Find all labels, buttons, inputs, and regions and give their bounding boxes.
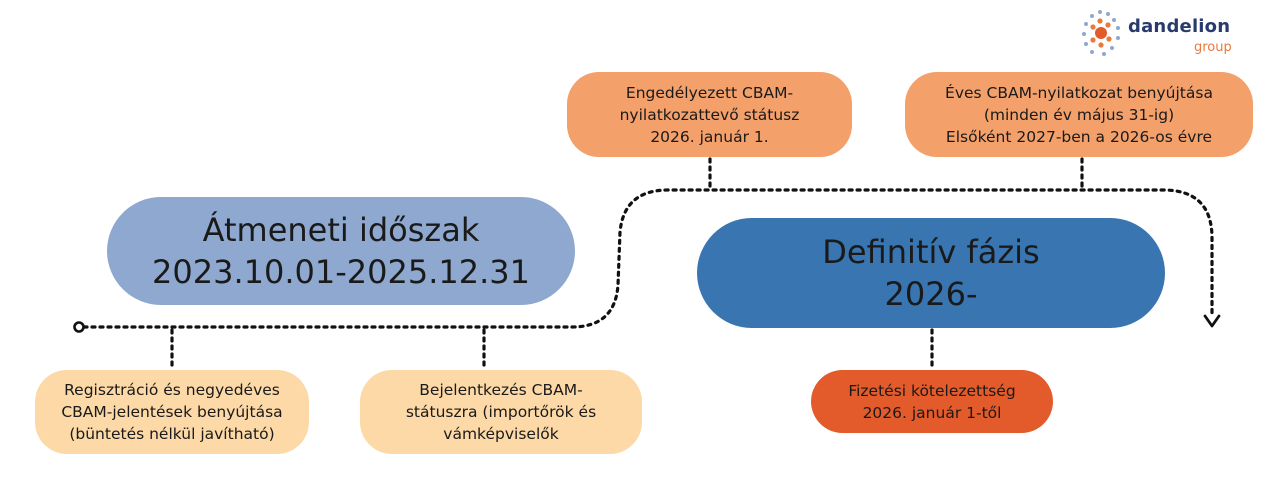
milestone-status-application: Bejelentkezés CBAM- státuszra (importőrö…: [360, 370, 642, 454]
logo-subtitle: group: [1194, 40, 1232, 55]
milestone-registration: Regisztráció és negyedéves CBAM-jelentés…: [35, 370, 309, 454]
transition-phase-dates: 2023.10.01-2025.12.31: [152, 253, 530, 291]
milestone-annual-declaration: Éves CBAM-nyilatkozat benyújtása (minden…: [905, 72, 1253, 157]
logo-wordmark: dandelion: [1128, 16, 1231, 37]
milestone-text-line: Éves CBAM-nyilatkozat benyújtása: [945, 83, 1213, 102]
timeline-arrowhead: [1203, 314, 1221, 328]
milestone-text-line: Bejelentkezés CBAM-: [419, 381, 583, 399]
dandelion-group-logo: dandelion group: [1078, 6, 1258, 62]
definitive-phase: Definitív fázis 2026-: [697, 218, 1165, 328]
milestone-authorized-status: Engedélyezett CBAM- nyilatkozattevő stát…: [567, 72, 852, 157]
milestone-text-line: státuszra (importőrök és: [405, 403, 597, 421]
timeline-path: [82, 188, 1214, 329]
definitive-phase-year: 2026-: [884, 275, 978, 313]
milestone-text-line: 2026. január 1.: [650, 127, 769, 146]
milestone-text-line: (minden év május 31-ig): [983, 105, 1175, 124]
transition-phase-title: Átmeneti időszak: [202, 211, 480, 249]
milestone-text-line: Engedélyezett CBAM-: [625, 83, 794, 102]
milestone-text-line: Elsőként 2027-ben a 2026-os évre: [945, 127, 1213, 146]
transition-period-phase: Átmeneti időszak 2023.10.01-2025.12.31: [107, 197, 575, 305]
dandelion-flower-icon: [1082, 10, 1120, 56]
milestone-text-line: Fizetési kötelezettség: [848, 381, 1016, 400]
milestone-text-line: 2026. január 1-től: [862, 403, 1002, 422]
milestone-text-line: Regisztráció és negyedéves: [64, 381, 280, 399]
milestone-payment-obligation: Fizetési kötelezettség 2026. január 1-tő…: [811, 370, 1053, 433]
milestone-text-line: vámképviselők: [443, 425, 559, 443]
definitive-phase-title: Definitív fázis: [822, 233, 1040, 271]
milestone-text-line: CBAM-jelentések benyújtása: [61, 403, 283, 421]
timeline-start-dot: [73, 321, 85, 333]
milestone-text-line: (büntetés nélkül javítható): [69, 425, 275, 443]
milestone-text-line: nyilatkozattevő státusz: [619, 105, 800, 124]
